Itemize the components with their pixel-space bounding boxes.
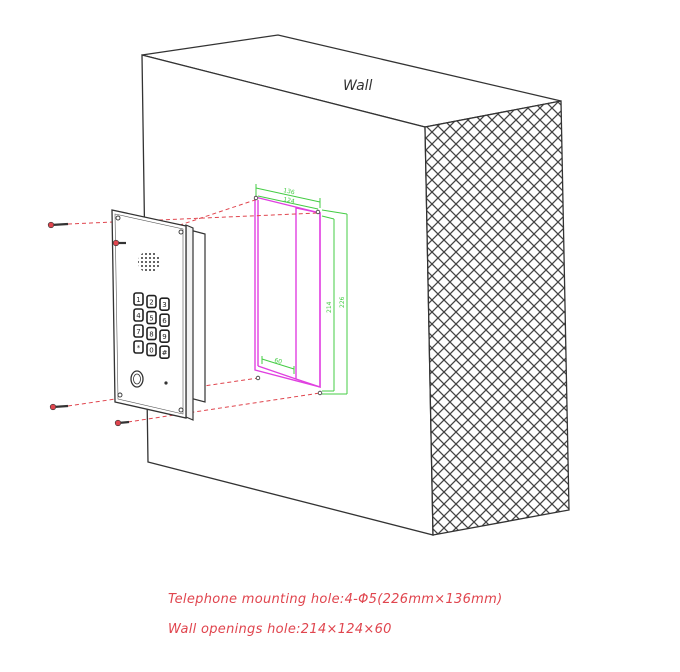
wall-opening [254,196,321,388]
opening-inner-bottom [257,365,297,380]
wall-label: Wall [343,78,373,94]
keypad-key-label: 9 [162,333,166,341]
keypad-key: 9 [159,329,170,344]
keypad-key: 5 [146,310,157,325]
keypad-key: 4 [133,308,144,322]
screw-icon [112,239,126,247]
panel-screw-holes [115,215,184,413]
keypad-key: 6 [159,313,170,328]
keypad-key-label: 0 [149,346,153,354]
keypad-key-label: 3 [162,301,166,309]
keypad-key-label: * [137,344,141,352]
keypad-key: 3 [159,297,170,312]
keypad-key-label: # [162,349,168,357]
led-indicator [164,381,168,385]
screw-icon [49,403,69,411]
mounting-screws [47,221,130,427]
dim-outer-width: 136 [283,187,296,196]
keypad-key-label: 6 [162,317,167,325]
wall-side-face [424,100,570,536]
keypad-key-label: 2 [149,298,153,306]
mounting-hole-caption: Telephone mounting hole:4-Φ5(226mm×136mm… [168,592,503,607]
dim-inner-width: 124 [283,196,296,205]
panel-front-inset [114,213,184,415]
wall-block [141,34,570,536]
wall-openings-caption: Wall openings hole:214×124×60 [168,622,392,637]
keypad-key-label: 7 [136,328,140,336]
keypad-key-label: 4 [136,312,141,320]
keypad-key-label: 1 [136,296,140,304]
dim-outer-height: 226 [339,296,346,308]
keypad-key: * [133,340,144,354]
screw-icon [47,221,69,229]
dim-inner-height: 214 [326,301,333,313]
panel-side [185,224,194,421]
opening-holes [253,195,323,396]
keypad-key: 0 [146,342,157,357]
keypad-key: 7 [133,324,144,338]
keypad-key-label: 5 [149,314,153,322]
keypad-key: 1 [133,292,144,306]
speaker-grille [138,251,160,273]
keypad-key-label: 8 [149,330,153,338]
keypad-key: 8 [146,326,157,341]
dim-depth: 60 [274,357,283,366]
keypad-key: 2 [146,294,157,309]
opening-inner [295,207,321,388]
call-button [130,370,144,388]
keypad-key: # [159,345,170,360]
dimension-lines [255,184,348,395]
screw-icon [114,419,130,427]
